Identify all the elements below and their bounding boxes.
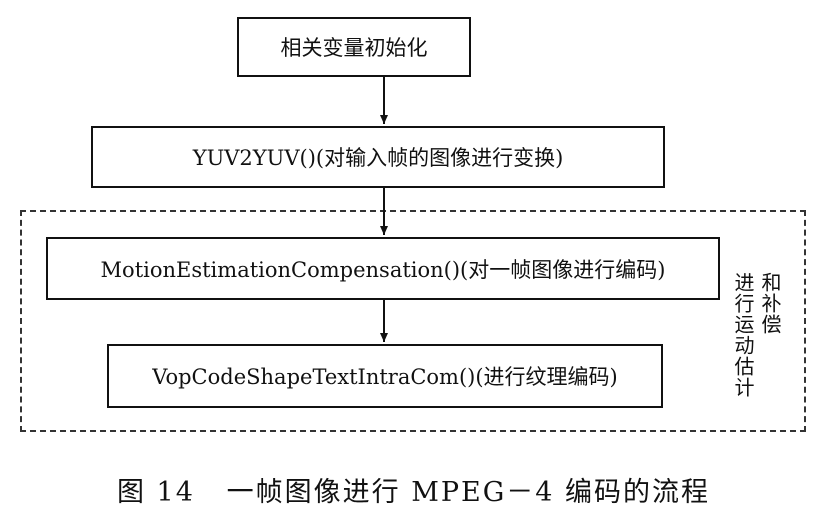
node-yuv2yuv-label: YUV2YUV()(对输入帧的图像进行变换): [192, 146, 564, 170]
node-vop-code: VopCodeShapeTextIntraCom()(进行纹理编码): [107, 344, 663, 408]
figure-caption: 图 14 一帧图像进行 MPEG－4 编码的流程: [116, 477, 711, 508]
group-label-line2: 和补偿: [758, 272, 782, 335]
node-vop-code-label: VopCodeShapeTextIntraCom()(进行纹理编码): [152, 365, 618, 389]
group-label-line1: 进行运动估计: [731, 272, 755, 398]
node-motion-estimation-label: MotionEstimationCompensation()(对一帧图像进行编码…: [100, 257, 666, 282]
node-init-variables-label: 相关变量初始化: [280, 36, 428, 60]
node-yuv2yuv: YUV2YUV()(对输入帧的图像进行变换): [91, 126, 665, 188]
node-init-variables: 相关变量初始化: [237, 17, 471, 77]
node-motion-estimation: MotionEstimationCompensation()(对一帧图像进行编码…: [46, 237, 720, 300]
motion-estimation-group: [20, 210, 806, 432]
